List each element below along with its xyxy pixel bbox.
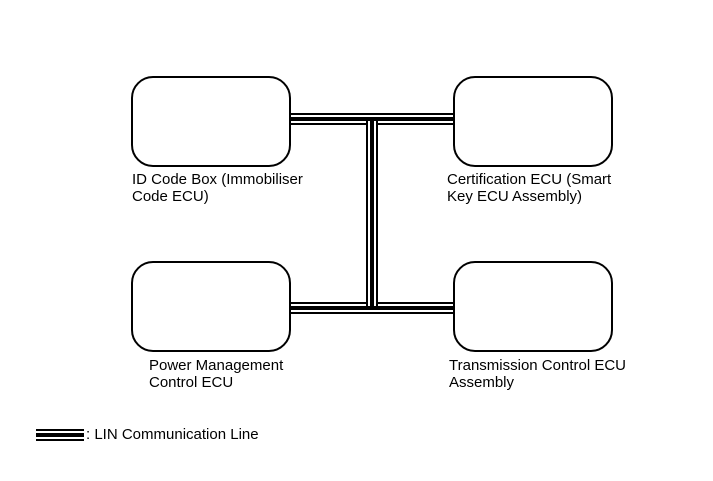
label-line: ID Code Box (Immobiliser [132,171,303,188]
lin-line-swatch-icon [36,428,84,441]
label-line: Power Management [149,357,284,374]
lin-line-top [291,113,453,125]
label-line: Key ECU Assembly) [447,188,583,205]
lin-line-trunk [366,121,378,306]
node-id-code-box [131,76,291,167]
node-power-management-ecu [131,261,291,352]
label-line: Code ECU) [132,188,209,205]
label-id-code-box: ID Code Box (Immobiliser Code ECU) [132,171,303,205]
node-transmission-ecu [453,261,613,352]
lin-line-bottom [291,302,453,314]
legend-label: : LIN Communication Line [86,426,259,443]
label-line: Transmission Control ECU [449,357,626,374]
label-transmission-ecu: Transmission Control ECU Assembly [449,357,626,391]
label-line: Control ECU [149,374,234,391]
label-line: Assembly [449,374,515,391]
legend: : LIN Communication Line [36,426,259,443]
label-power-management-ecu: Power Management Control ECU [149,357,283,391]
node-certification-ecu [453,76,613,167]
label-line: Certification ECU (Smart [447,171,612,188]
label-certification-ecu: Certification ECU (Smart Key ECU Assembl… [447,171,611,205]
